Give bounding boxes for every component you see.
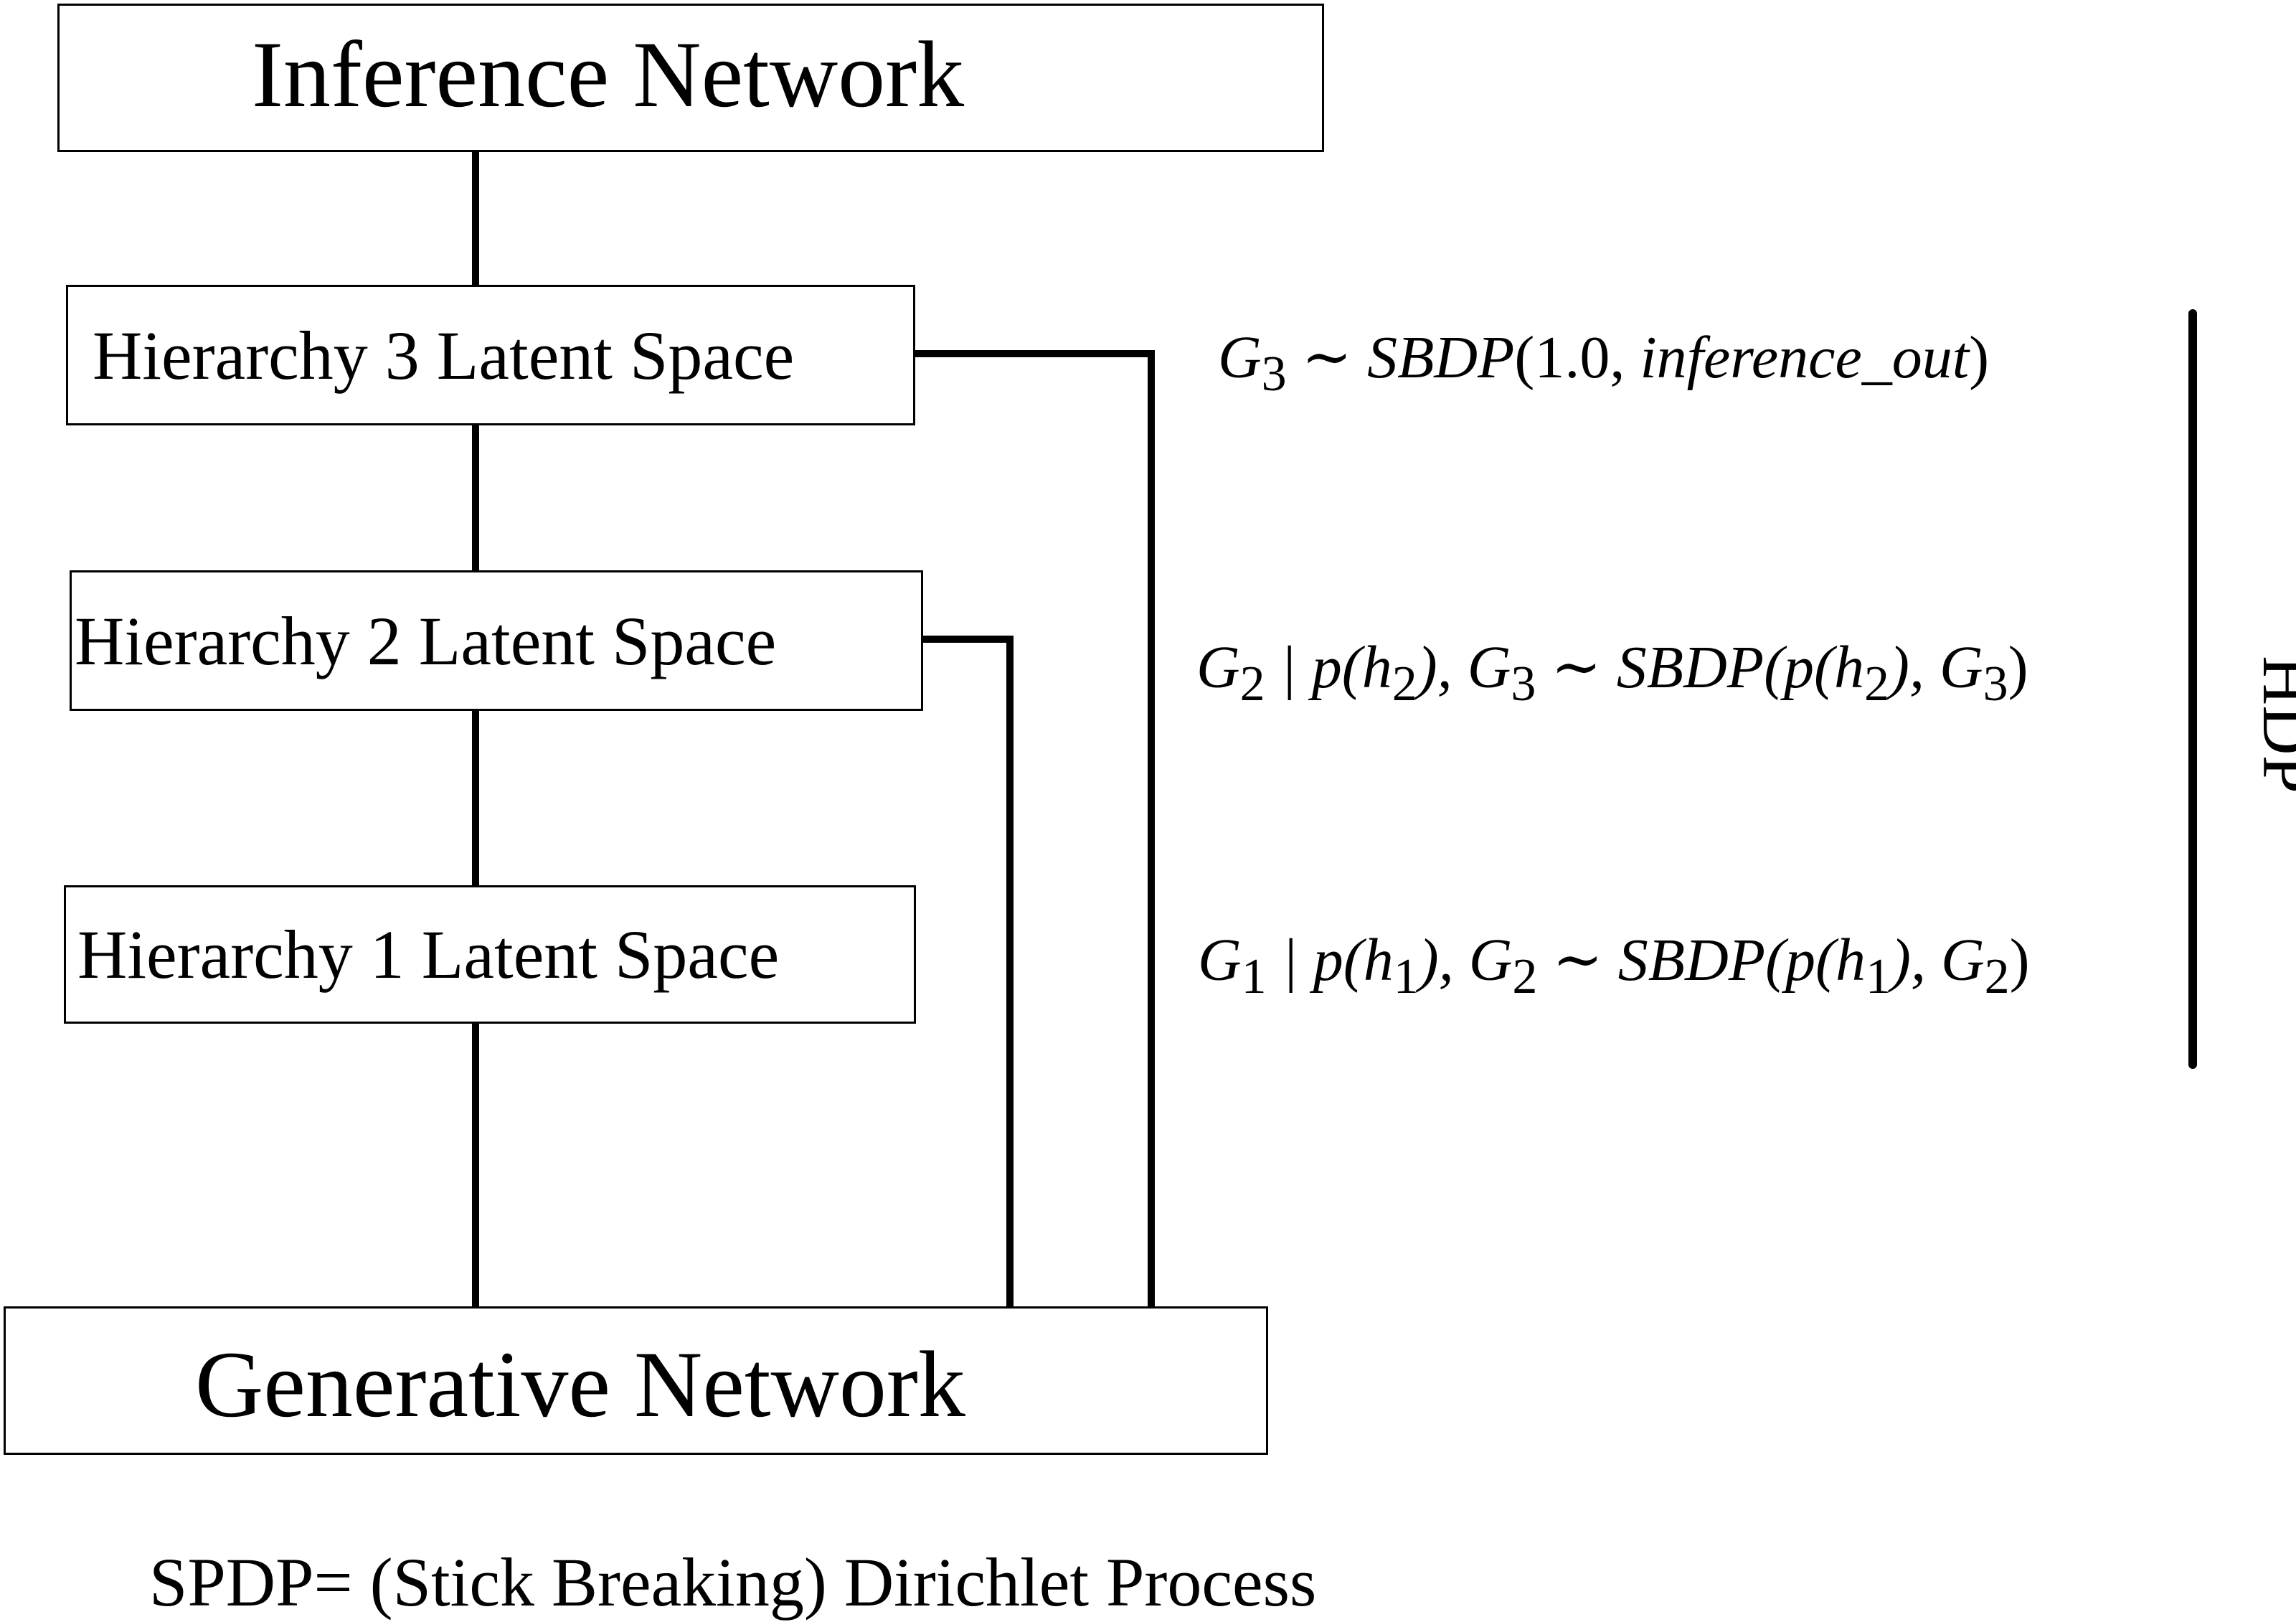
hierarchy-2-latent-box: Hierarchy 2 Latent Space <box>70 570 923 711</box>
formula-g3: G3 ∼ SBDP(1.0, inference_out) <box>1218 324 1990 402</box>
generative-network-label: Generative Network <box>195 1331 965 1437</box>
hierarchy-3-latent-box: Hierarchy 3 Latent Space <box>66 285 915 425</box>
formula-g2: G2 | p(h2), G3 ∼ SBDP(p(h2), G3) <box>1196 634 2028 712</box>
footnote-text: SPDP= (Stick Breaking) Dirichlet Process <box>149 1544 1317 1621</box>
formula-g1: G1 | p(h1), G2 ∼ SBDP(p(h1), G2) <box>1198 927 2030 1004</box>
hierarchy-1-label: Hierarchy 1 Latent Space <box>77 916 780 993</box>
hdp-label: HDP <box>2249 655 2296 794</box>
edge-h3-generative-skip <box>911 350 1155 1306</box>
hierarchy-1-latent-box: Hierarchy 1 Latent Space <box>64 885 916 1024</box>
edge-h2-generative-skip <box>918 636 1014 1306</box>
inference-network-box: Inference Network <box>57 4 1324 152</box>
hierarchy-2-label: Hierarchy 2 Latent Space <box>75 602 777 679</box>
inference-network-label: Inference Network <box>252 22 965 127</box>
generative-network-box: Generative Network <box>4 1306 1268 1455</box>
hierarchy-3-label: Hierarchy 3 Latent Space <box>93 316 795 394</box>
